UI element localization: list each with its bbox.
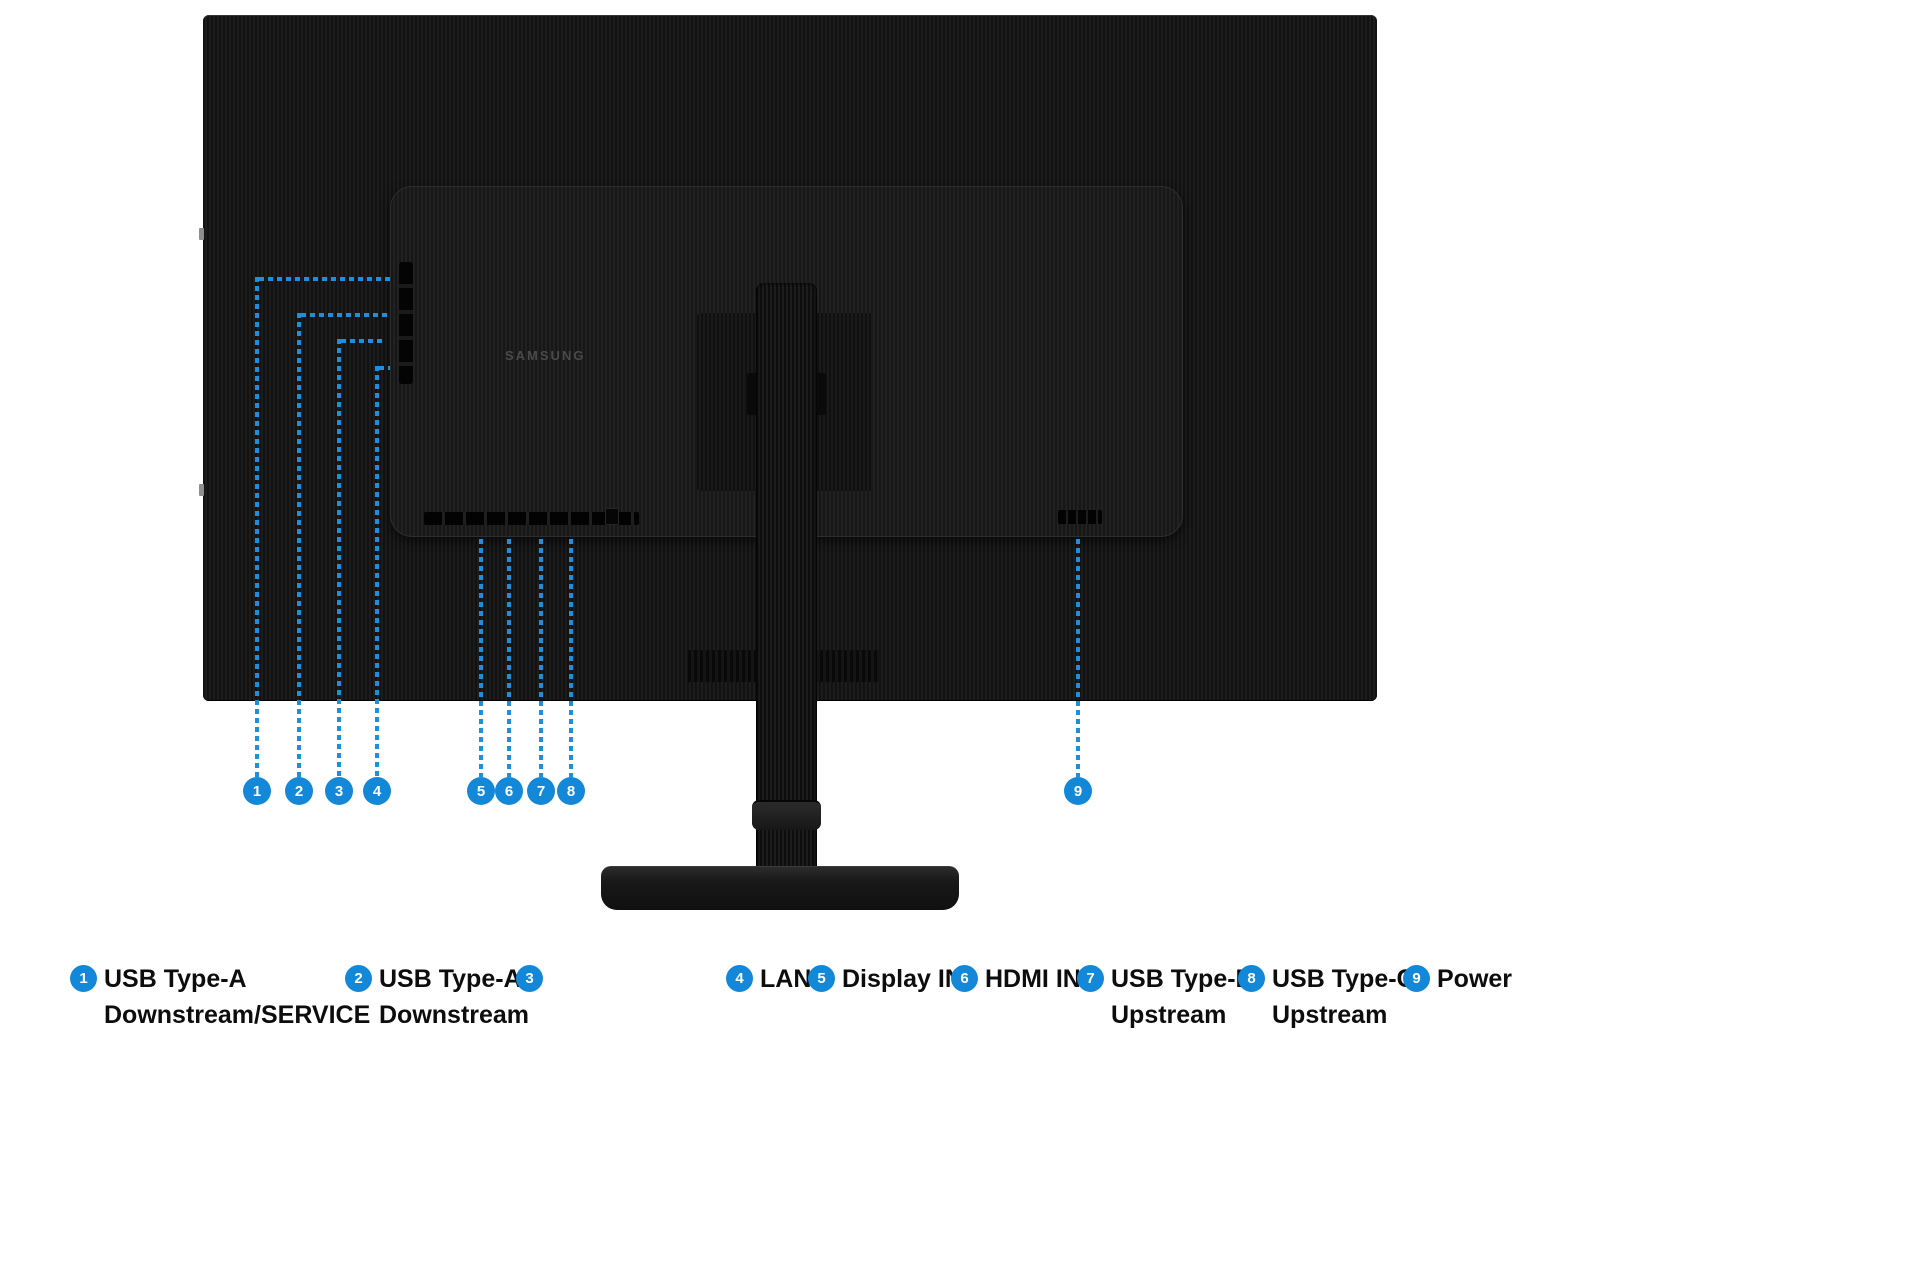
leader-line-4-vertical — [375, 366, 379, 777]
legend-badge-8: 8 — [1238, 965, 1265, 992]
leader-line-3-vertical — [337, 339, 341, 777]
stand-base — [601, 866, 959, 910]
legend-badge-4: 4 — [726, 965, 753, 992]
legend-badge-7: 7 — [1077, 965, 1104, 992]
vesa-bracket-left — [747, 373, 757, 415]
legend-label-7: USB Type-B Upstream — [1111, 961, 1254, 1033]
legend-label-2-line1: USB Type-A — [379, 965, 522, 993]
legend-item-7: 7 USB Type-B Upstream — [1077, 961, 1254, 1033]
stand-column — [756, 283, 817, 873]
security-slot — [605, 508, 619, 525]
legend-label-8-line2: Upstream — [1272, 1001, 1388, 1029]
vesa-bracket-right — [816, 373, 826, 415]
mount-notch-top — [199, 228, 204, 240]
leader-line-4-horizontal — [379, 366, 390, 370]
legend-badge-6: 6 — [951, 965, 978, 992]
legend-label-4: LAN — [760, 965, 812, 993]
legend-item-3: 3 — [516, 961, 543, 992]
legend-label-1-line2: Downstream/SERVICE — [104, 1001, 371, 1029]
callout-badge-4: 4 — [363, 777, 391, 805]
legend-item-1: 1 USB Type-A Downstream/SERVICE — [70, 961, 370, 1033]
cable-clamp — [752, 800, 821, 830]
legend-label-6: HDMI IN — [985, 965, 1081, 993]
leader-line-2-horizontal — [301, 313, 390, 317]
leader-line-7-vertical — [539, 539, 543, 777]
callout-badge-2: 2 — [285, 777, 313, 805]
mount-notch-bottom — [199, 484, 204, 496]
leader-line-1-horizontal — [259, 277, 390, 281]
brand-logo: SAMSUNG — [505, 348, 586, 363]
legend-label-7-line2: Upstream — [1111, 1001, 1227, 1029]
power-port — [1058, 510, 1102, 524]
callout-badge-7: 7 — [527, 777, 555, 805]
legend-badge-5: 5 — [808, 965, 835, 992]
legend-item-2: 2 USB Type-A Downstream — [345, 961, 529, 1033]
legend-item-4: 4 LAN — [726, 961, 811, 997]
leader-line-9-vertical — [1076, 539, 1080, 777]
legend-item-9: 9 Power — [1403, 961, 1512, 997]
leader-line-6-vertical — [507, 539, 511, 777]
legend-badge-9: 9 — [1403, 965, 1430, 992]
bottom-port-strip — [424, 512, 639, 525]
legend-badge-1: 1 — [70, 965, 97, 992]
legend-label-8-line1: USB Type-C — [1272, 965, 1415, 993]
leader-line-1-vertical — [255, 277, 259, 777]
legend-label-5: Display IN — [842, 965, 963, 993]
legend-badge-3: 3 — [516, 965, 543, 992]
legend-label-8: USB Type-C Upstream — [1272, 961, 1415, 1033]
legend-label-1: USB Type-A Downstream/SERVICE — [104, 961, 370, 1033]
callout-badge-3: 3 — [325, 777, 353, 805]
legend-item-6: 6 HDMI IN — [951, 961, 1081, 997]
side-usb-port-strip — [399, 262, 413, 384]
legend-item-8: 8 USB Type-C Upstream — [1238, 961, 1415, 1033]
leader-line-8-vertical — [569, 539, 573, 777]
callout-badge-6: 6 — [495, 777, 523, 805]
callout-badge-9: 9 — [1064, 777, 1092, 805]
callout-badge-8: 8 — [557, 777, 585, 805]
leader-line-3-horizontal — [341, 339, 385, 343]
leader-line-2-vertical — [297, 313, 301, 777]
legend-label-1-line1: USB Type-A — [104, 965, 247, 993]
legend-label-2-line2: Downstream — [379, 1001, 530, 1029]
leader-line-5-vertical — [479, 539, 483, 777]
legend-label-2: USB Type-A Downstream — [379, 961, 529, 1033]
callout-badge-5: 5 — [467, 777, 495, 805]
legend-label-7-line1: USB Type-B — [1111, 965, 1254, 993]
legend-item-5: 5 Display IN — [808, 961, 963, 997]
legend-label-9: Power — [1437, 965, 1513, 993]
legend-badge-2: 2 — [345, 965, 372, 992]
callout-badge-1: 1 — [243, 777, 271, 805]
